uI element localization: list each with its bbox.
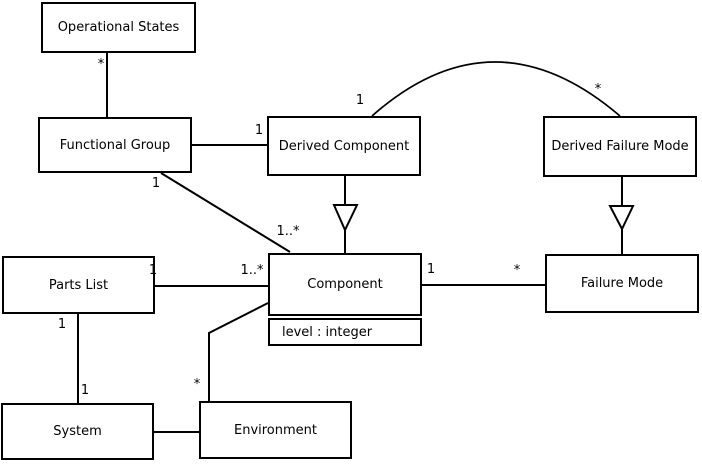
class-operational-states: Operational States	[41, 2, 196, 53]
class-system: System	[1, 403, 154, 460]
multiplicity-parts-list-end: 1	[57, 317, 67, 332]
multiplicity-derived-failure-mode-end: *	[594, 82, 602, 97]
multiplicity-failure-mode-end: *	[513, 263, 521, 278]
class-name: Functional Group	[59, 137, 171, 153]
class-name: Parts List	[48, 277, 109, 293]
class-environment: Environment	[199, 401, 352, 459]
multiplicity-environment-end: *	[193, 377, 201, 392]
class-name: Component	[307, 277, 383, 292]
class-component-attributes: level : integer	[268, 318, 422, 346]
class-name: System	[53, 424, 102, 439]
multiplicity-parts-list-end: 1	[148, 263, 158, 278]
association-component-environment	[208, 302, 269, 401]
class-derived-failure-mode: Derived Failure Mode	[543, 116, 697, 177]
class-component: Component	[268, 253, 422, 316]
multiplicity-component-end: 1..*	[276, 224, 300, 239]
association-functional-group-component	[160, 172, 291, 253]
class-functional-group: Functional Group	[38, 117, 192, 173]
class-name: Derived Component	[278, 138, 410, 154]
class-name: Derived Failure Mode	[551, 139, 689, 154]
class-failure-mode: Failure Mode	[545, 254, 699, 313]
multiplicity-operational-states-end: *	[97, 57, 105, 72]
multiplicity-component-end: 1	[426, 262, 436, 277]
class-name: Failure Mode	[580, 276, 664, 291]
generalization-arrow-icon	[332, 204, 359, 233]
association-derived-component-derived-failure-mode	[371, 61, 621, 117]
multiplicity-system-end: 1	[80, 383, 90, 398]
multiplicity-functional-group-end: 1	[151, 176, 161, 191]
class-derived-component: Derived Component	[267, 116, 421, 176]
class-name: Environment	[233, 422, 317, 438]
multiplicity-derived-component-end: 1	[355, 93, 365, 108]
class-name: Operational States	[57, 20, 180, 35]
class-parts-list: Parts List	[2, 256, 155, 314]
attribute-label: level : integer	[282, 324, 373, 340]
multiplicity-derived-component-end: 1	[254, 123, 264, 138]
generalization-arrow-icon	[608, 205, 635, 232]
multiplicity-component-end: 1..*	[240, 263, 264, 278]
